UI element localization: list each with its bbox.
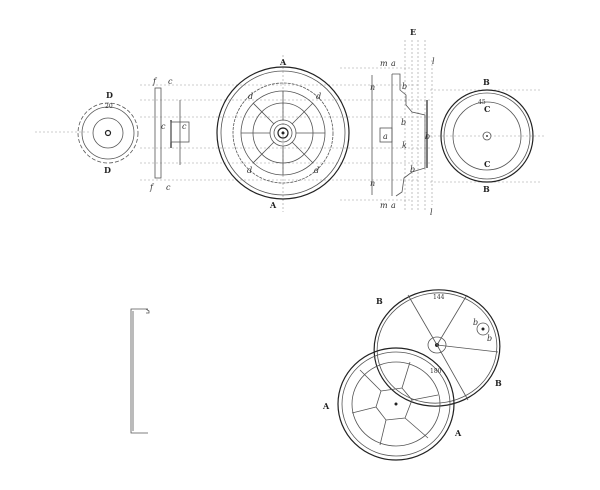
svg-text:n: n [370,83,375,92]
svg-text:E: E [410,27,416,37]
gear-d-number: 20 [105,103,113,110]
side-profile-fc: f c c c f c [149,77,190,192]
svg-text:b: b [425,132,430,141]
svg-text:45: 45 [478,99,486,106]
svg-text:c: c [161,122,166,131]
section-e: E m a l n n b b a b k b m a l [370,27,435,217]
svg-text:144: 144 [433,294,445,301]
svg-text:B: B [376,296,383,306]
bracket [130,308,150,434]
label-d-top: D [106,90,113,100]
svg-text:c: c [182,122,187,131]
svg-text:C: C [484,104,490,114]
wheel-a: A A d d d d [216,57,350,210]
label-d-bottom: D [104,165,111,175]
wheel-a-perspective: 180 A A [322,347,462,461]
svg-text:A: A [454,428,462,438]
svg-text:b: b [402,82,407,91]
svg-text:d: d [314,166,319,175]
svg-text:l: l [432,57,435,66]
svg-text:180: 180 [430,368,442,375]
svg-text:b: b [401,118,406,127]
wheel-b: B B 45 C C [430,77,545,194]
svg-text:b: b [487,334,492,343]
svg-text:B: B [495,378,502,388]
svg-text:b: b [473,318,478,327]
svg-text:c: c [166,183,171,192]
svg-text:d: d [248,92,253,101]
svg-text:B: B [483,184,490,194]
svg-text:C: C [484,159,490,169]
svg-text:l: l [430,208,433,217]
svg-text:A: A [322,401,330,411]
wheel-b-perspective: B B b b 144 [373,289,502,407]
svg-text:a: a [383,132,388,141]
svg-text:c: c [168,77,173,86]
svg-text:A: A [279,57,287,67]
svg-text:k: k [402,141,407,150]
svg-text:d: d [247,166,252,175]
svg-text:m: m [380,59,388,68]
svg-text:a: a [391,59,396,68]
svg-text:d: d [316,92,321,101]
svg-text:m: m [380,201,388,210]
svg-text:a: a [391,201,396,210]
svg-text:f: f [152,77,158,86]
construction-lines [35,40,540,212]
svg-text:b: b [410,165,415,174]
svg-text:f: f [149,183,155,192]
svg-text:A: A [269,200,277,210]
gear-d: D 20 D [77,90,139,175]
svg-text:n: n [370,179,375,188]
svg-text:B: B [483,77,490,87]
